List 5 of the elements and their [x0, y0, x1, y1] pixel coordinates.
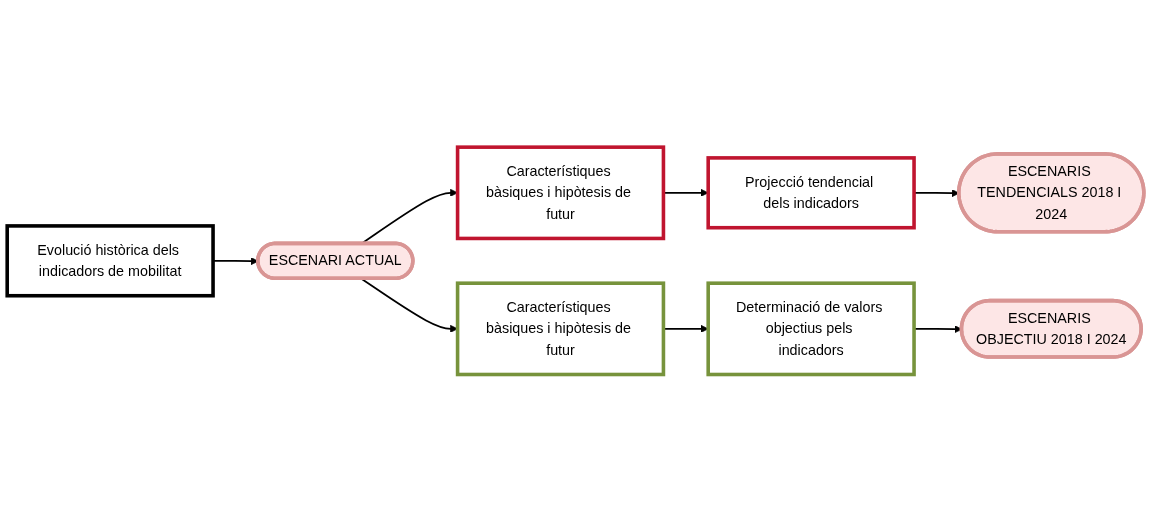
node-box: Característiques bàsiques i hipòtesis de futur	[455, 145, 666, 241]
node-box: Evolució històrica dels indicadors de mobilitat	[5, 224, 215, 298]
node-box: Característiques bàsiques i hipòtesis de futur	[455, 281, 666, 377]
node-box: Projecció tendencial dels indicadors	[706, 156, 916, 230]
node-box: Determinació de valors objectius pels indicadors	[706, 281, 916, 377]
